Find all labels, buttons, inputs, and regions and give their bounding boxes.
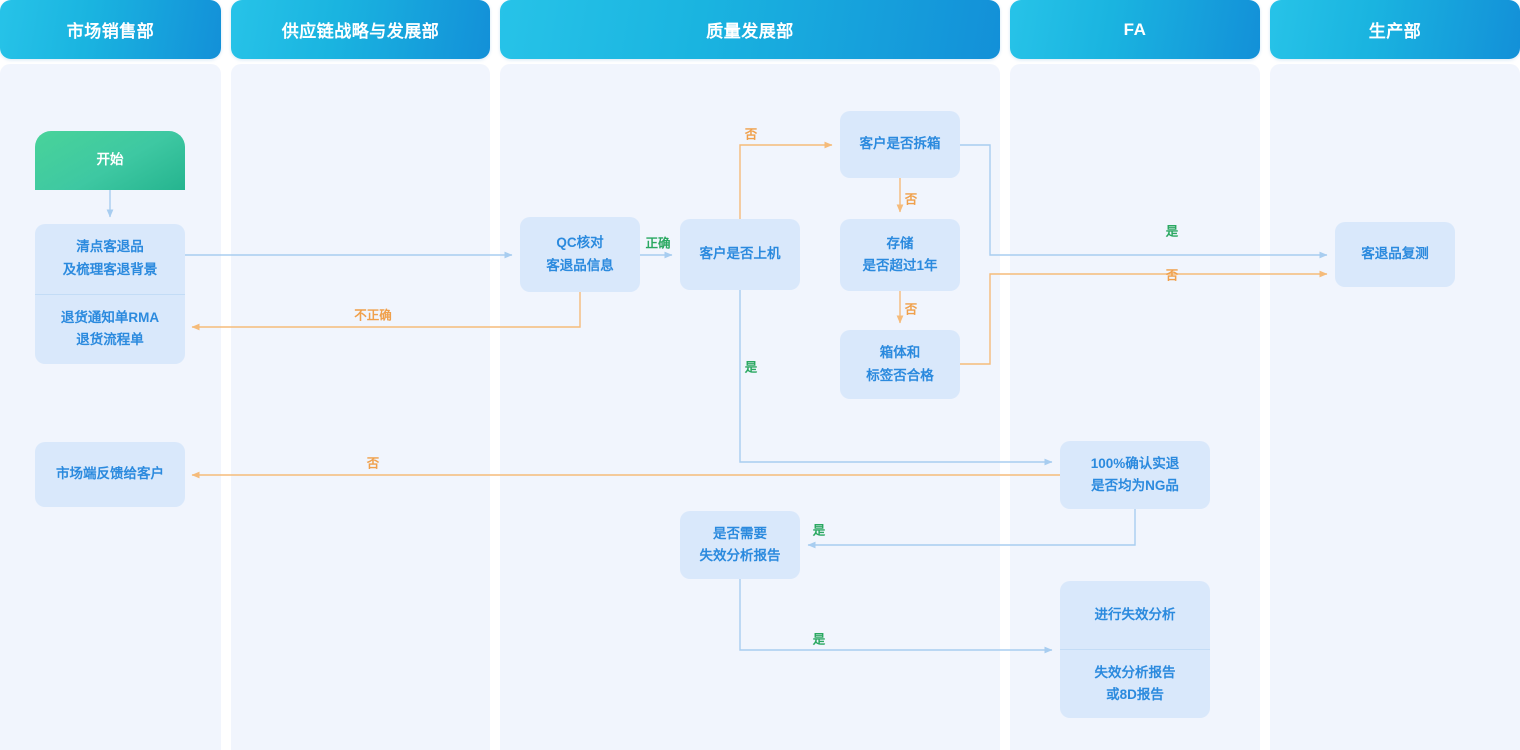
node-storage-1year-line-0: 存储 bbox=[886, 235, 914, 251]
node-count-returns-segment-0-line-1: 及梳理客退背景 bbox=[62, 261, 158, 277]
label-onboard-no: 否 bbox=[744, 127, 758, 142]
node-count-returns-segment-1-line-0: 退货通知单RMA bbox=[60, 309, 160, 325]
node-count-returns[interactable]: 清点客退品及梳理客退背景退货通知单RMA 退货流程单 bbox=[35, 224, 185, 364]
node-count-returns-segment-1-line-1: 退货流程单 bbox=[76, 332, 144, 348]
label-boxlabel-no: 否 bbox=[1165, 268, 1179, 283]
node-box-label-line-1: 标签否合格 bbox=[866, 367, 934, 383]
lane-quality-body bbox=[500, 64, 1000, 750]
node-need-fa-report-line-1: 失效分析报告 bbox=[699, 548, 781, 563]
node-fa-stack-segment-1[interactable]: 失效分析报告或8D报告 bbox=[1060, 649, 1210, 718]
lane-production: 生产部 bbox=[1270, 0, 1520, 750]
node-fa-stack-segment-0-line-0: 进行失效分析 bbox=[1094, 606, 1176, 622]
edge-qc-incorrect bbox=[191, 292, 581, 331]
node-storage-1year[interactable]: 存储是否超过1年 bbox=[840, 219, 960, 291]
label-incorrect: 不正确 bbox=[354, 308, 392, 323]
node-market-feedback[interactable]: 市场端反馈给客户 bbox=[35, 442, 185, 507]
node-customer-onboard[interactable]: 客户是否上机 bbox=[680, 219, 800, 290]
node-fa-stack-segment-1-line-1: 或8D报告 bbox=[1106, 687, 1164, 702]
node-qc-check-line-1: 客退品信息 bbox=[546, 257, 614, 273]
node-qc-check[interactable]: QC核对客退品信息 bbox=[520, 217, 640, 292]
node-box-label[interactable]: 箱体和标签否合格 bbox=[840, 330, 960, 399]
label-unbox-yes: 是 bbox=[1165, 224, 1179, 239]
edge-unbox-yes-retest bbox=[960, 144, 1328, 259]
lane-quality: 质量发展部 bbox=[500, 0, 1000, 750]
node-customer-unbox[interactable]: 客户是否拆箱 bbox=[840, 111, 960, 178]
edge-onboard-yes-confirm bbox=[739, 290, 1053, 466]
edge-onboard-no-unbox bbox=[739, 141, 833, 219]
lane-fa-header[interactable]: FA bbox=[1010, 0, 1260, 59]
label-storage-no: 否 bbox=[904, 302, 918, 317]
node-count-returns-segment-0[interactable]: 清点客退品及梳理客退背景 bbox=[35, 224, 185, 294]
node-start-line-0: 开始 bbox=[96, 152, 124, 168]
lane-production-header[interactable]: 生产部 bbox=[1270, 0, 1520, 59]
node-retest[interactable]: 客退品复测 bbox=[1335, 222, 1455, 287]
node-customer-onboard-line-0: 客户是否上机 bbox=[699, 246, 781, 262]
node-start[interactable]: 开始 bbox=[35, 131, 185, 190]
label-confirm-no: 否 bbox=[366, 456, 380, 471]
node-confirm-ng-line-1: 是否均为NG品 bbox=[1091, 478, 1179, 493]
node-box-label-line-0: 箱体和 bbox=[879, 345, 921, 361]
node-fa-stack[interactable]: 进行失效分析失效分析报告或8D报告 bbox=[1060, 581, 1210, 718]
node-count-returns-segment-1[interactable]: 退货通知单RMA 退货流程单 bbox=[35, 293, 185, 365]
node-confirm-ng-line-0: 100%确认实退 bbox=[1090, 455, 1180, 471]
node-storage-1year-line-1: 是否超过1年 bbox=[862, 258, 938, 273]
edge-confirm-yes-needfa bbox=[807, 509, 1136, 549]
node-retest-line-0: 客退品复测 bbox=[1361, 246, 1429, 262]
node-count-returns-segment-0-line-0: 清点客退品 bbox=[76, 239, 144, 255]
edge-boxlabel-no-retest bbox=[960, 270, 1328, 365]
node-need-fa-report-line-0: 是否需要 bbox=[713, 525, 767, 541]
label-needfa-yes: 是 bbox=[812, 632, 826, 647]
lane-production-body bbox=[1270, 64, 1520, 750]
label-onboard-yes: 是 bbox=[744, 360, 758, 375]
lane-supply-chain-header[interactable]: 供应链战略与发展部 bbox=[231, 0, 490, 59]
lane-supply-chain: 供应链战略与发展部 bbox=[231, 0, 490, 750]
label-unbox-no: 否 bbox=[904, 192, 918, 207]
node-qc-check-line-0: QC核对 bbox=[556, 235, 604, 251]
edge-needfa-yes-fa bbox=[739, 579, 1053, 654]
lane-supply-chain-body bbox=[231, 64, 490, 750]
lane-market-sales-header[interactable]: 市场销售部 bbox=[0, 0, 221, 59]
lane-quality-header[interactable]: 质量发展部 bbox=[500, 0, 1000, 59]
node-market-feedback-line-0: 市场端反馈给客户 bbox=[56, 466, 164, 482]
node-need-fa-report[interactable]: 是否需要失效分析报告 bbox=[680, 511, 800, 579]
node-confirm-ng[interactable]: 100%确认实退是否均为NG品 bbox=[1060, 441, 1210, 509]
node-fa-stack-segment-1-line-0: 失效分析报告 bbox=[1094, 664, 1176, 680]
node-fa-stack-segment-0[interactable]: 进行失效分析 bbox=[1060, 581, 1210, 649]
label-correct: 正确 bbox=[645, 236, 671, 251]
label-confirm-yes: 是 bbox=[812, 523, 826, 538]
node-customer-unbox-line-0: 客户是否拆箱 bbox=[859, 136, 941, 152]
